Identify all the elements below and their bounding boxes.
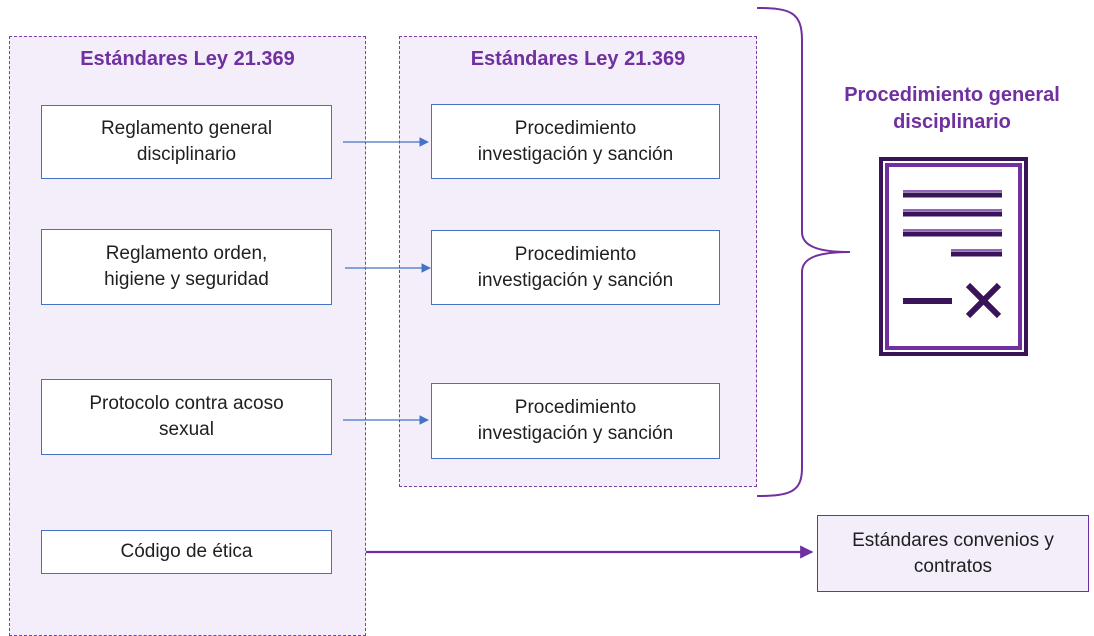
box-label-line1: Reglamento general <box>100 118 273 140</box>
box-label-line2: contratos <box>913 555 993 577</box>
right-panel-title: Estándares Ley 21.369 <box>470 48 686 70</box>
box-label-line2: sexual <box>159 419 214 440</box>
box-label-line1: Estándares convenios y <box>852 529 1054 551</box>
procedimiento-box-3: Procedimiento investigación y sanción <box>431 383 720 459</box>
summary-title: Procedimiento general disciplinario <box>818 82 1086 136</box>
protocolo-acoso-box: Protocolo contra acoso sexual <box>41 379 332 455</box>
left-panel-title: Estándares Ley 21.369 <box>80 48 295 70</box>
reglamento-orden-box: Reglamento orden, higiene y seguridad <box>41 229 332 305</box>
document-with-x-icon <box>879 157 1028 356</box>
box-label-line2: disciplinario <box>136 144 237 165</box>
summary-title-line1: Procedimiento general <box>844 84 1060 106</box>
box-label-line1: Procedimiento <box>514 397 637 419</box>
procedimiento-box-1: Procedimiento investigación y sanción <box>431 104 720 179</box>
summary-title-line2: disciplinario <box>893 111 1011 133</box>
box-label-line2: investigación y sanción <box>477 269 674 291</box>
box-label-line2: higiene y seguridad <box>104 269 269 290</box>
right-brace <box>756 7 851 497</box>
box-label-line2: investigación y sanción <box>477 423 674 444</box>
box-label-line2: investigación y sanción <box>477 143 674 165</box>
procedimiento-box-2: Procedimiento investigación y sanción <box>431 230 720 305</box>
codigo-etica-box: Código de ética <box>41 530 332 574</box>
box-label-line1: Código de ética <box>120 541 253 563</box>
box-label-line1: Reglamento orden, <box>105 243 268 265</box>
box-label-line1: Procedimiento <box>514 117 637 139</box>
box-label-line1: Procedimiento <box>514 243 637 265</box>
box-label-line1: Protocolo contra acoso <box>89 393 284 415</box>
reglamento-general-box: Reglamento general disciplinario <box>41 105 332 179</box>
convenios-contratos-box: Estándares convenios y contratos <box>817 515 1089 592</box>
